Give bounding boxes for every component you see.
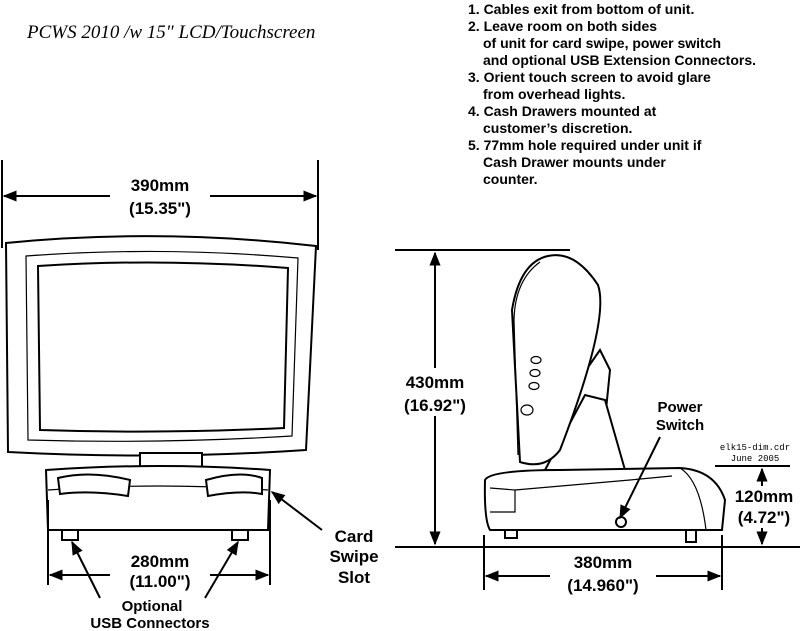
note-line: of unit for card swipe, power switch [483,35,721,51]
power-switch-label-line1: Power [657,399,702,416]
card-swipe-label-line1: Card [335,527,374,546]
power-switch-label-line2: Switch [656,417,704,434]
file-date: June 2005 [731,454,780,464]
front-width-in: (15.35") [129,199,191,218]
note-line: Cash Drawer mounts under [483,154,666,170]
card-swipe-label-line2: Swipe [329,547,378,566]
front-width-mm: 390mm [131,176,190,195]
note-line: customer’s discretion. [483,120,632,136]
depth-mm: 380mm [574,553,633,572]
height-mm: 430mm [406,373,465,392]
front-view: 390mm (15.35") 280mm (11.00") Optional U… [1,160,379,631]
note-line: from overhead lights. [483,86,625,102]
base-width-mm: 280mm [131,552,190,571]
usb-label-line2: USB Connectors [90,615,209,631]
file-name: elk15-dim.cdr [720,443,790,453]
card-swipe-label-line3: Slot [338,568,370,587]
side-monitor [483,254,727,543]
note-line: 3. Orient touch screen to avoid glare [468,69,711,85]
drawing-title: PCWS 2010 /w 15" LCD/Touchscreen [26,22,315,43]
notes-list: 1. Cables exit from bottom of unit. 2. L… [468,1,756,187]
note-line: and optional USB Extension Connectors. [483,52,756,68]
base-height-in: (4.72") [738,508,790,527]
note-line: counter. [483,171,537,187]
note-line: 2. Leave room on both sides [468,18,657,34]
side-view: 430mm (16.92") Power Switch elk15-dim.cd… [395,249,800,595]
note-line: 1. Cables exit from bottom of unit. [468,1,694,17]
depth-in: (14.960") [567,576,638,595]
note-line: 4. Cash Drawers mounted at [468,103,657,119]
front-monitor [4,235,318,541]
base-height-mm: 120mm [735,487,794,506]
note-line: 5. 77mm hole required under unit if [468,137,702,153]
height-in: (16.92") [404,396,466,415]
base-width-in: (11.00") [130,572,191,591]
usb-label-line1: Optional [122,598,183,615]
